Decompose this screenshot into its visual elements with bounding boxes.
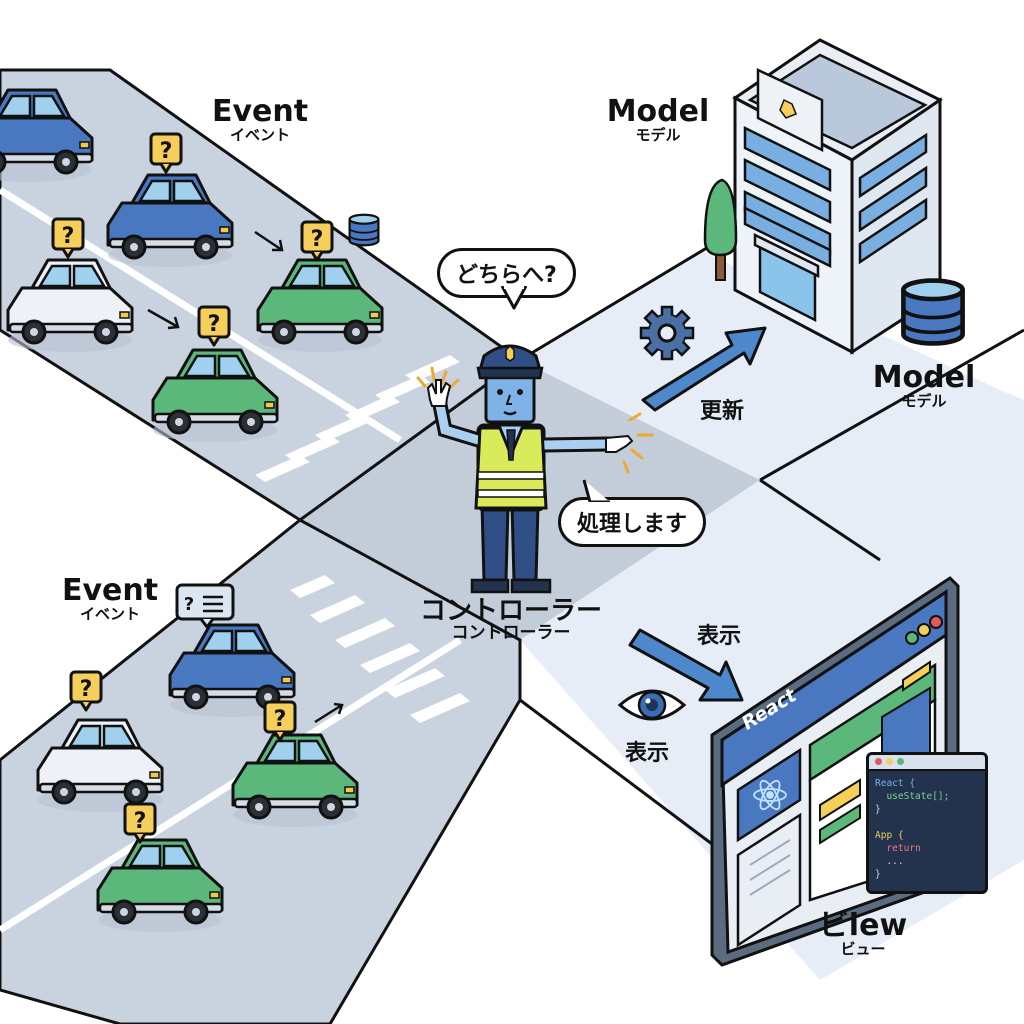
arrow-icon [147, 308, 180, 330]
code-line: return [875, 843, 921, 854]
model-label-ja: モデル [901, 391, 947, 410]
event-label-en: Event [211, 94, 309, 129]
event-list-icon: ? [175, 583, 235, 629]
speech-bubble-text: 処理します [577, 512, 688, 537]
event-label-top: Event イベント [205, 96, 315, 143]
code-snippet: React { useState[]; } App { return ... } [869, 771, 985, 887]
model-label-right: Model モデル [864, 362, 984, 409]
react-logo-icon [753, 779, 787, 811]
code-line: App { [875, 830, 904, 841]
controller-label: コントローラー コントローラー [400, 596, 622, 644]
minimize-dot-icon [886, 758, 893, 765]
display-arrow [628, 628, 744, 702]
controller-label-main: コントローラー [419, 596, 602, 626]
arrow-icon [254, 230, 284, 252]
tree-icon [703, 178, 738, 281]
code-window-titlebar [869, 755, 985, 771]
database-icon [348, 213, 380, 247]
view-label-en: ビiew [818, 908, 908, 943]
close-dot-icon [875, 758, 882, 765]
code-line: ... [875, 856, 904, 867]
code-editor-window: React { useState[]; } App { return ... } [866, 752, 988, 894]
lane-marking [0, 637, 462, 933]
arrow-icon [314, 702, 344, 724]
gear-icon [639, 305, 695, 361]
crosswalk-top [255, 355, 460, 482]
update-label: 更新 [700, 399, 745, 424]
building-icon [732, 38, 943, 355]
speech-bubble-text: どちらへ? [456, 263, 557, 288]
view-label-ja: ビュー [840, 939, 886, 958]
eye-icon [617, 689, 687, 721]
highlight-marks [416, 366, 654, 474]
event-label-ja: イベント [79, 604, 140, 623]
speech-bubble-processing: 処理します [558, 497, 707, 547]
code-line: } [875, 804, 881, 815]
browser-window [710, 576, 960, 967]
code-line: React { [875, 778, 916, 789]
database-icon [903, 281, 962, 344]
model-label-ja: モデル [635, 125, 681, 144]
code-line: useState[]; [875, 791, 950, 802]
event-label-bottom: Event イベント [55, 575, 165, 622]
display-label-top: 表示 [697, 624, 742, 649]
code-line: } [875, 869, 881, 880]
event-label-en: Event [61, 573, 159, 608]
display-label-bottom: 表示 [625, 741, 670, 766]
controller-label-sub: コントローラー [451, 623, 571, 644]
road-top-left [0, 68, 523, 522]
model-label-en: Model [872, 360, 976, 395]
update-arrow [641, 326, 767, 412]
svg-text:?: ? [184, 594, 194, 615]
traffic-controller-figure [416, 344, 654, 594]
view-label: ビiew ビュー [808, 910, 918, 957]
maximize-dot-icon [897, 758, 904, 765]
event-label-ja: イベント [229, 125, 290, 144]
model-label-top: Model モデル [598, 96, 718, 143]
speech-bubble-tail [500, 286, 528, 310]
model-plaza [520, 250, 1000, 480]
crosswalk-bottom [290, 575, 470, 723]
speech-bubble-tail [582, 479, 610, 502]
model-label-en: Model [606, 94, 710, 129]
